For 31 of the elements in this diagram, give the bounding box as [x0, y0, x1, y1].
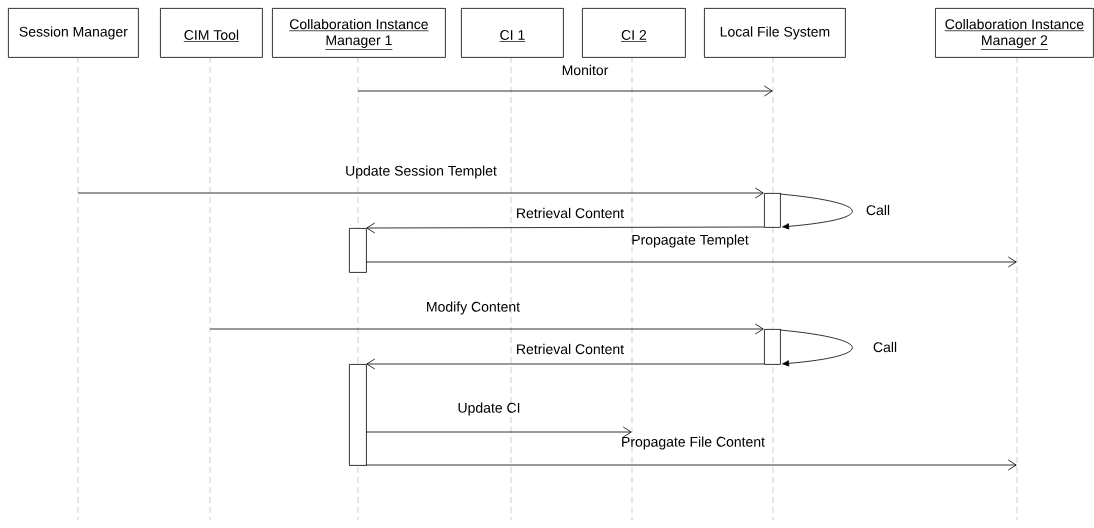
participant-box: Collaboration Instance Manager 2 — [935, 8, 1094, 58]
message-label: Propagate Templet — [632, 234, 749, 248]
participant-box: Collaboration Instance Manager 1 — [272, 8, 446, 58]
message-label: Propagate File Content — [622, 436, 765, 450]
message-label: Modify Content — [427, 301, 520, 315]
participant-box: CIM Tool — [160, 8, 263, 58]
message-label: Update Session Templet — [346, 165, 497, 179]
activation-bar — [764, 193, 781, 228]
message-label: Retrieval Content — [517, 343, 624, 355]
participant-box: CI 2 — [582, 8, 686, 58]
message-arrow — [365, 426, 632, 438]
message-label: Update CI — [458, 402, 520, 416]
activation-bar — [349, 228, 367, 273]
participant-box: Local File System — [704, 8, 846, 58]
activation-bar — [764, 329, 781, 365]
message-arrow — [366, 222, 765, 234]
message-label: Monitor — [562, 64, 609, 76]
message-arrow — [366, 358, 765, 370]
self-call-arrow — [779, 329, 853, 367]
self-call-arrow — [779, 193, 853, 230]
message-label: Call — [873, 341, 897, 353]
message-arrow — [365, 256, 1017, 268]
message-arrow — [357, 85, 773, 97]
message-label: Retrieval Content — [517, 207, 624, 219]
message-arrow — [365, 459, 1017, 471]
message-arrow — [209, 323, 764, 335]
participant-box: Session Manager — [8, 8, 139, 58]
message-label: Call — [866, 204, 890, 216]
participant-box: CI 1 — [461, 8, 564, 58]
activation-bar — [349, 364, 367, 466]
message-arrow — [77, 187, 764, 199]
